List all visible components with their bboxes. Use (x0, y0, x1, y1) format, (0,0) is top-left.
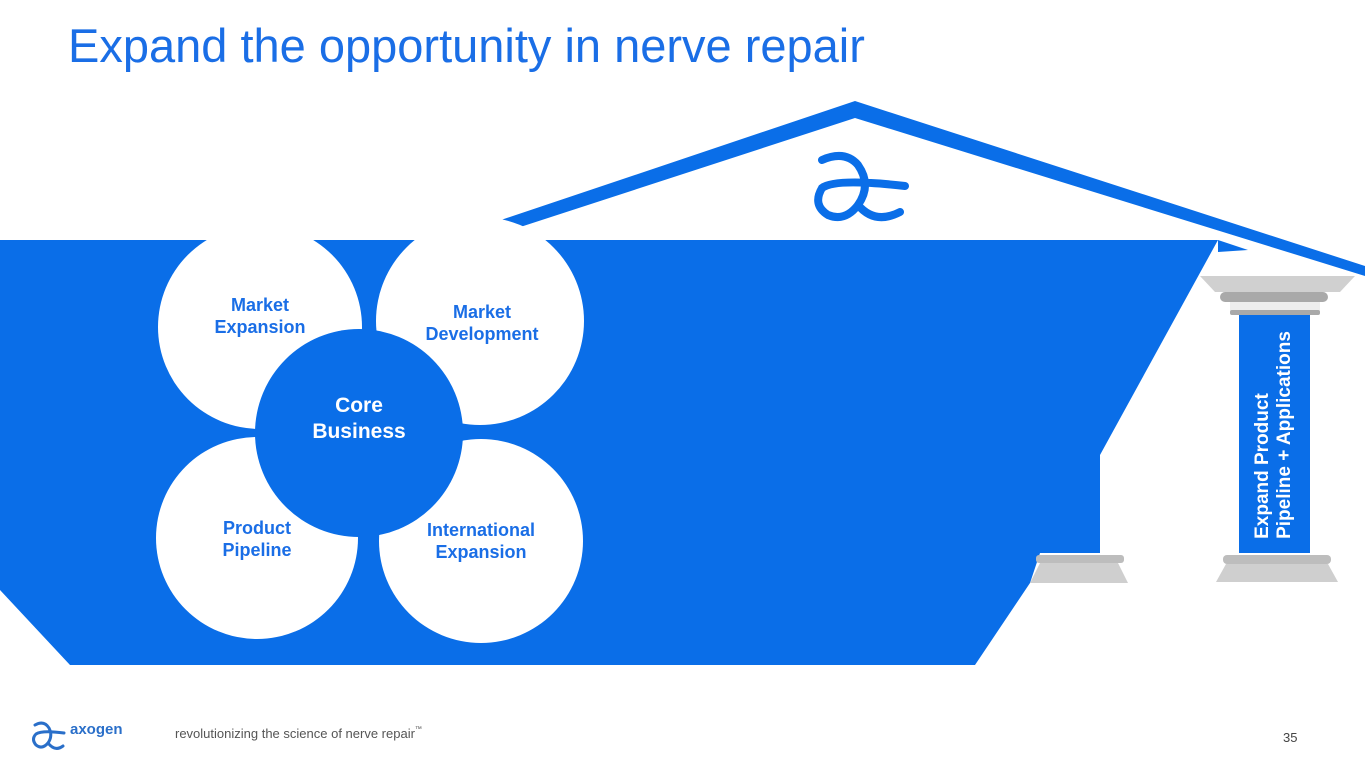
left-pillar-base (1030, 555, 1128, 583)
footer-tagline: revolutionizing the science of nerve rep… (175, 726, 422, 741)
axogen-logo-mark (814, 152, 909, 222)
label-line: Expansion (214, 317, 306, 337)
international-expansion-label: International Expansion (381, 519, 581, 563)
core-business-label: Core Business (259, 393, 459, 445)
label-line: Business (312, 420, 406, 443)
label-line: Pipeline (222, 540, 292, 560)
page-title: Expand the opportunity in nerve repair (68, 19, 865, 72)
right-pillar (1200, 276, 1355, 582)
trademark: ™ (414, 726, 422, 733)
label-line: Expand Product (1252, 393, 1273, 539)
market-expansion-label: Market Expansion (160, 294, 360, 338)
tagline-text: revolutionizing the science of nerve rep… (175, 726, 415, 741)
pillar-label: Expand Product Pipeline + Applications (1252, 331, 1296, 539)
temple-roof (495, 101, 1365, 276)
circle-core-business (255, 329, 463, 537)
page-number: 35 (1283, 730, 1298, 745)
label-line: Product (222, 518, 291, 538)
label-line: Pipeline + Applications (1274, 331, 1295, 539)
label-line: International (426, 520, 535, 540)
product-pipeline-label: Product Pipeline (157, 517, 357, 561)
label-line: Core (335, 394, 383, 417)
footer-brand: axogen (70, 721, 123, 738)
footer-logo-icon (32, 721, 66, 750)
label-line: Expansion (435, 542, 527, 562)
market-development-label: Market Development (382, 301, 582, 345)
label-line: Development (425, 324, 539, 344)
label-line: Market (452, 302, 512, 322)
label-line: Market (230, 295, 290, 315)
